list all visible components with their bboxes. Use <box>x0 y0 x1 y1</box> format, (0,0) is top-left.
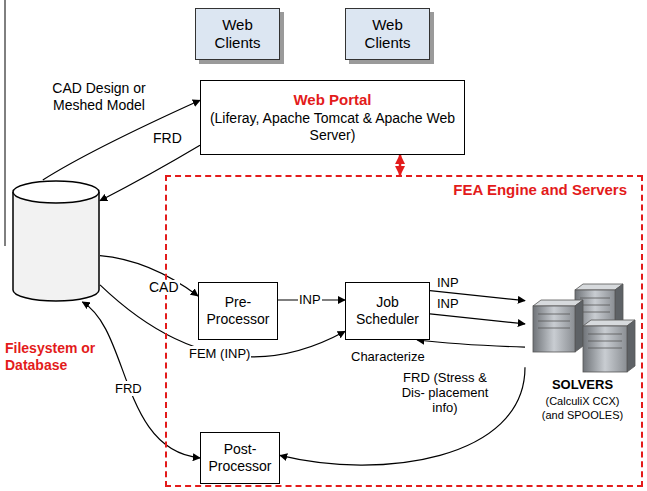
box-content: Post- Processor <box>201 433 279 483</box>
connector-label: FRD (Stress & Dis- placement info) <box>393 370 497 415</box>
server-front <box>533 306 575 352</box>
server-front <box>583 326 627 372</box>
database-cylinder <box>12 180 100 302</box>
solver-note: (and SPOOLES) <box>525 408 640 422</box>
bidirectional-arrow <box>399 155 402 175</box>
box-label: Web Clients <box>200 16 275 52</box>
drive-bay <box>588 348 622 349</box>
solver-node: SOLVERS(CalculiX CCX)(and SPOOLES) <box>525 282 640 437</box>
box-node: Job Scheduler <box>345 282 430 340</box>
drive-bay <box>580 305 610 306</box>
flow-arrow <box>82 302 200 458</box>
client-node: Web Clients <box>195 8 280 60</box>
server-top <box>583 320 635 326</box>
solver-heading: SOLVERS <box>525 376 640 394</box>
solver-note: (CalculiX CCX) <box>525 394 640 408</box>
margin-rule <box>5 0 6 246</box>
server-illustration <box>525 282 640 374</box>
solver-caption: SOLVERS(CalculiX CCX)(and SPOOLES) <box>525 376 640 422</box>
flow-arrow <box>280 367 525 465</box>
box-content: Pre- Processor <box>199 283 277 339</box>
box-label: Job Scheduler <box>350 294 425 328</box>
drive-bay <box>588 341 622 342</box>
box-content: Web Clients <box>196 9 279 59</box>
client-node: Web Clients <box>345 8 430 60</box>
server-side <box>575 300 583 352</box>
cylinder-top <box>13 181 99 203</box>
flow-arrow <box>417 340 525 347</box>
server-side <box>627 320 635 372</box>
box-label: Post- Processor <box>205 441 275 475</box>
db-node: Filesystem or Database <box>12 180 100 302</box>
drive-bay <box>580 312 610 313</box>
box-content: Job Scheduler <box>346 283 429 339</box>
region-heading: FEA Engine and Servers <box>453 181 627 198</box>
connector-label: CAD <box>148 280 180 295</box>
connector-label: INP <box>298 292 322 307</box>
connector-label: CAD Design or Meshed Model <box>48 80 150 114</box>
connector-label: FRD <box>152 131 183 146</box>
storage-heading: Filesystem or Database <box>5 340 107 374</box>
connector-label: FEM (INP) <box>188 346 251 361</box>
drive-bay <box>538 328 570 329</box>
connector-label: FRD <box>114 381 143 396</box>
flow-arrow <box>100 145 200 200</box>
cylinder-body <box>13 192 99 301</box>
box-heading: Web Portal <box>293 91 371 108</box>
server-top <box>533 300 583 306</box>
connector-label: INP <box>436 296 460 311</box>
box-label: Pre- Processor <box>203 294 273 328</box>
box-content: Web Portal (Liferay, Apache Tomcat & Apac… <box>201 81 464 154</box>
drive-bay <box>538 321 570 322</box>
connector-label: Characterize <box>350 349 426 364</box>
box-content: Web Clients <box>346 9 429 59</box>
connector-label: INP <box>436 275 460 290</box>
drive-bay <box>588 334 622 335</box>
drive-bay <box>538 314 570 315</box>
box-label: (Liferay, Apache Tomcat & Apache Web Ser… <box>205 110 460 144</box>
portal-node: Web Portal (Liferay, Apache Tomcat & Apac… <box>200 80 465 155</box>
band-node: FEA Engine and ServersPre- Processor Job … <box>165 175 643 487</box>
flow-arrow <box>100 256 198 296</box>
flow-arrow <box>430 314 525 324</box>
drive-bay <box>580 298 610 299</box>
box-node: Post- Processor <box>200 432 280 484</box>
box-label: Web Clients <box>350 16 425 52</box>
box-node: Pre- Processor <box>198 282 278 340</box>
